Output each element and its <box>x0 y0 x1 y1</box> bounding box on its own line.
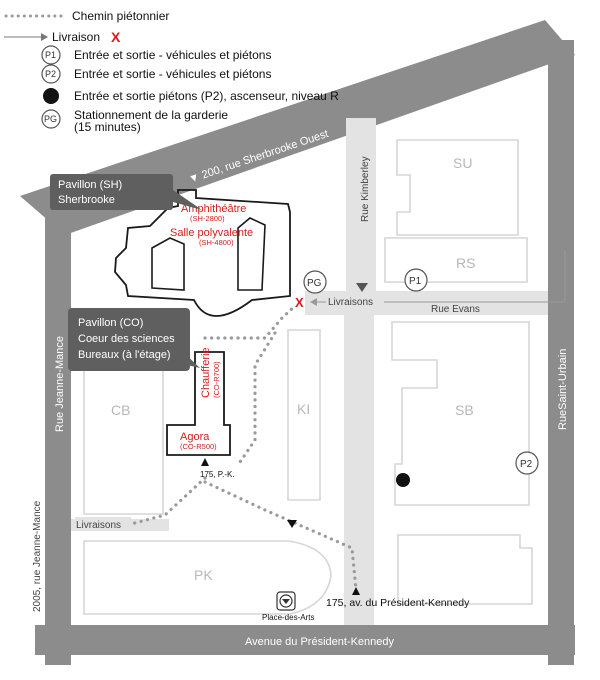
building-sh <box>114 189 291 317</box>
room-amphitheatre: Amphithéâtre <box>181 203 246 215</box>
callout-sh-line2: Sherbrooke <box>58 194 115 206</box>
building-pk <box>83 540 332 615</box>
callout-co-line3: Bureaux (à l'étage) <box>78 349 171 361</box>
legend-delivery-x: X <box>111 29 121 45</box>
marker-pg: PG <box>303 270 327 294</box>
delivery-label-bg-west <box>75 517 131 531</box>
callout-sh-line1: Pavillon (SH) <box>58 179 122 191</box>
building-su <box>396 139 519 236</box>
path-co-to-pk <box>203 480 358 592</box>
street-label-saint-urbain: RueSaint-Urbain <box>557 349 569 430</box>
room-salle-code: (SH-4800) <box>199 238 234 247</box>
legend-arrow-head <box>41 33 48 41</box>
arrow-co-entrance <box>201 458 209 466</box>
callout-co-line1: Pavillon (CO) <box>78 317 143 329</box>
building-sh-inner-left <box>151 237 185 291</box>
delivery-label-bg-evans <box>326 294 384 308</box>
street-label-jeanne-mance: Rue Jeanne-Mance <box>54 336 66 432</box>
delivery-route-evans <box>312 250 566 303</box>
street-label-jeanne-mance-address: 2005, rue Jeanne-Mance <box>32 500 43 612</box>
building-rs <box>384 237 528 283</box>
building-ki <box>287 329 321 501</box>
legend-p2-badge <box>41 64 61 84</box>
legend-dot-text: Entrée et sortie piétons (P2), ascenseur… <box>74 89 339 103</box>
room-agora-code: (CO-R500) <box>180 442 217 451</box>
building-label-sb: SB <box>455 402 474 418</box>
arrow-kimberley <box>356 283 368 292</box>
legend-p2-badge-label: P2 <box>45 69 56 79</box>
path-sh-to-co <box>203 303 298 340</box>
room-agora: Agora <box>180 431 210 443</box>
legend-pg-text-line1: Stationnement de la garderie <box>74 108 228 122</box>
callout-co: Pavillon (CO) Coeur des sciences Bureaux… <box>68 308 200 371</box>
legend-p1-text: Entrée et sortie - véhicules et piétons <box>74 48 271 62</box>
entrance-label-pk-short: 175, P.-K. <box>200 470 235 479</box>
delivery-label-west: Livraisons <box>76 520 121 531</box>
legend-dot-symbol <box>43 88 59 104</box>
street-label-evans: Rue Evans <box>431 304 480 315</box>
legend-pg-text-line2: (15 minutes) <box>74 120 141 134</box>
pedestrian-paths <box>76 303 358 592</box>
marker-pedestrian-entrance-sb <box>396 473 410 487</box>
metro-station-label: Place-des-Arts <box>262 613 314 622</box>
delivery-arrow-evans <box>310 298 317 306</box>
marker-p2-label: P2 <box>520 459 533 470</box>
street-label-president-kennedy: Avenue du Président-Kennedy <box>245 636 395 648</box>
marker-p1-label: P1 <box>409 276 422 287</box>
building-label-ki: KI <box>297 401 310 417</box>
road-president-kennedy <box>35 625 575 655</box>
street-label-kimberley: Rue Kimberley <box>360 156 371 222</box>
legend: Chemin piétonnier Livraison X P1 Entrée … <box>4 9 339 134</box>
building-label-su: SU <box>453 155 472 171</box>
building-sh-inner-right <box>237 217 266 291</box>
entrance-label-pk-address: 175, av. du Président-Kennedy <box>326 597 470 609</box>
path-co-entrance <box>76 476 207 529</box>
room-chaufferie-code: (CO-R700) <box>212 361 221 398</box>
legend-pg-badge-label: PG <box>44 114 57 124</box>
legend-p2-text: Entrée et sortie - véhicules et piétons <box>74 67 271 81</box>
building-label-cb: CB <box>111 402 130 418</box>
path-ki-west <box>238 331 277 464</box>
building-label-pk: PK <box>194 567 213 583</box>
room-chaufferie: Chaufferie <box>200 347 212 398</box>
building-bottom-right <box>397 534 533 605</box>
callout-sh: Pavillon (SH) Sherbrooke <box>50 174 202 210</box>
legend-pedestrian-path: Chemin piétonnier <box>72 9 169 23</box>
building-co <box>166 351 231 456</box>
building-sb <box>391 321 530 506</box>
callout-co-line2: Coeur des sciences <box>78 333 175 345</box>
road-lane-south <box>344 315 374 625</box>
arrow-pk-entrance <box>352 587 360 595</box>
legend-p1-badge <box>41 45 61 65</box>
room-amphitheatre-code: (SH-2800) <box>190 214 225 223</box>
road-kimberley <box>346 118 376 292</box>
buildings <box>83 139 533 615</box>
marker-p1: P1 <box>404 268 428 292</box>
room-salle-polyvalente: Salle polyvalente <box>170 227 253 239</box>
building-label-rs: RS <box>456 255 475 271</box>
marker-pg-label: PG <box>307 278 322 289</box>
marker-p2: P2 <box>515 451 539 475</box>
legend-p1-badge-label: P1 <box>45 50 56 60</box>
legend-delivery: Livraison <box>52 30 100 44</box>
legend-pg-badge <box>41 109 61 129</box>
arrow-ki-path <box>287 520 297 528</box>
road-saint-urbain <box>548 40 574 665</box>
metro-place-des-arts: Place-des-Arts <box>262 591 314 622</box>
delivery-label-evans: Livraisons <box>328 297 373 308</box>
delivery-x-marker: X <box>295 295 304 310</box>
road-jeanne-mance <box>45 205 71 665</box>
